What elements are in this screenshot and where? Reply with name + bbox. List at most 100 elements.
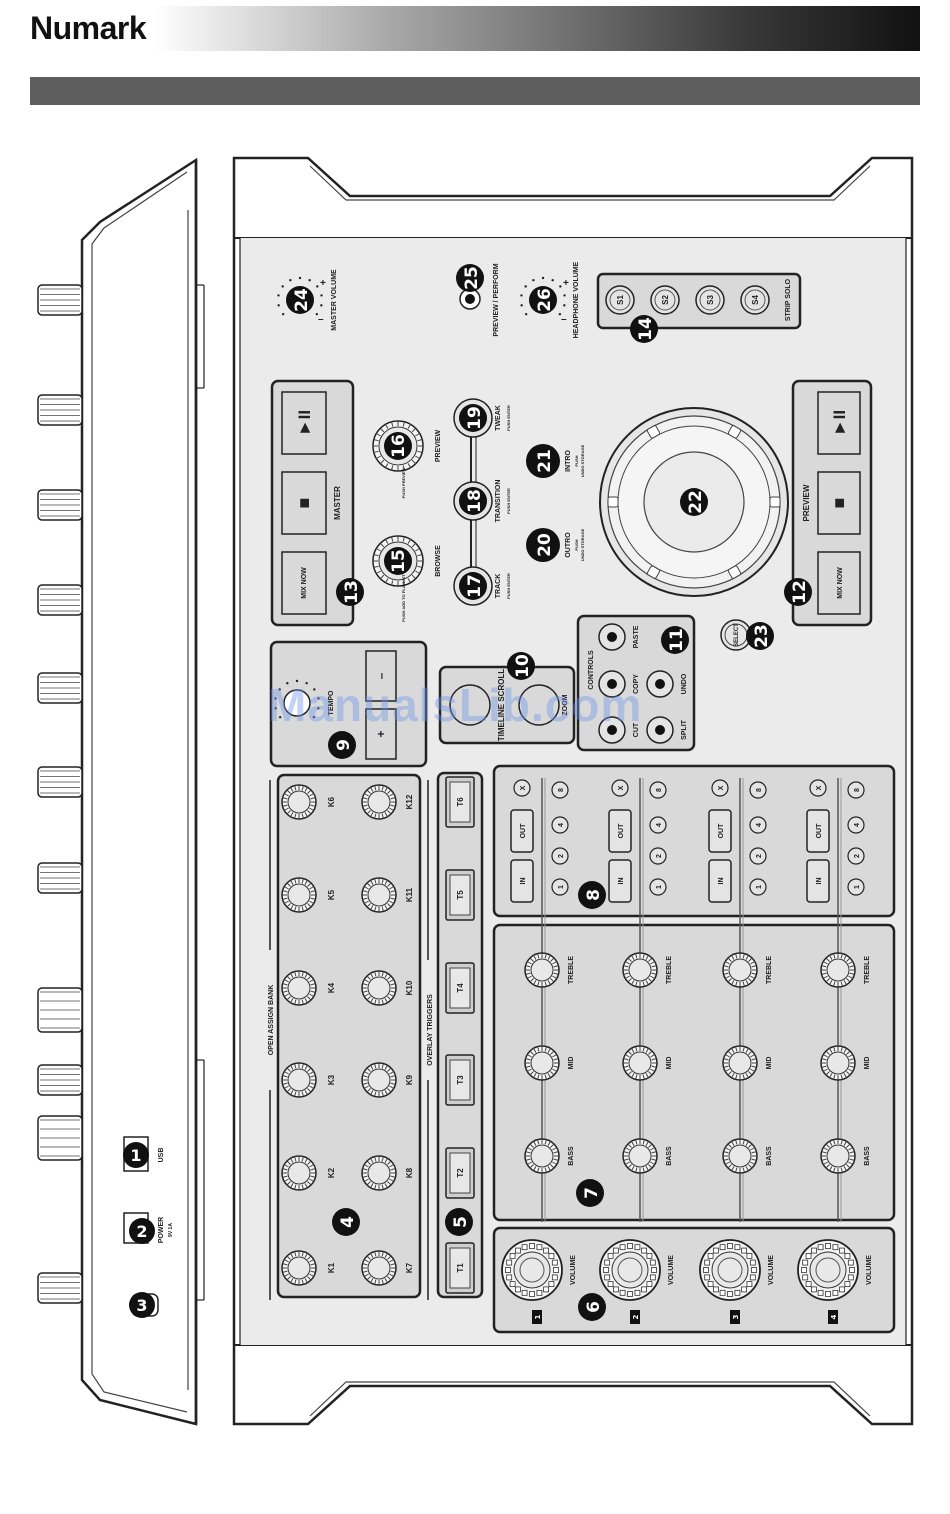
loop-size-button-2-ch4[interactable] (847, 847, 865, 865)
master-volume-knob[interactable] (286, 286, 314, 314)
assign-knob-k5[interactable] (281, 877, 317, 913)
loop-exit-button-2[interactable] (611, 779, 629, 797)
loop-size-button-8-ch2[interactable] (649, 781, 667, 799)
knob-rib (825, 978, 830, 983)
knob-rib (527, 975, 532, 979)
loop-size-button-4-ch2[interactable] (649, 816, 667, 834)
assign-knob-k4[interactable] (281, 970, 317, 1006)
volume-knob-ch1[interactable] (501, 1239, 563, 1301)
volume-knob-ch2[interactable] (599, 1239, 661, 1301)
eq-treble-knob-ch1[interactable] (524, 952, 560, 988)
callout-15: 15 (389, 549, 409, 573)
assign-knob-k1[interactable] (281, 1250, 317, 1286)
knob-rib (849, 972, 855, 975)
loop-in-button-2[interactable] (608, 859, 632, 903)
loop-size-button-4-ch3[interactable] (749, 816, 767, 834)
knob-rib (370, 1278, 374, 1283)
intro-button[interactable] (526, 444, 560, 478)
knob-rib (387, 1255, 392, 1260)
knob-rib (821, 1058, 827, 1061)
loop-size-button-1-ch4[interactable] (847, 878, 865, 896)
loop-size-button-2-ch1[interactable] (551, 847, 569, 865)
loop-exit-button-3[interactable] (711, 779, 729, 797)
eq-mid-knob-ch4[interactable] (820, 1045, 856, 1081)
loop-out-button-1[interactable] (510, 809, 534, 853)
master-play-pause-button[interactable] (281, 391, 327, 455)
jog-wheel[interactable]: 22 (599, 407, 789, 597)
eq-treble-knob-ch3[interactable] (722, 952, 758, 988)
knob-rib (387, 1088, 392, 1093)
volume-knob-ch3[interactable] (699, 1239, 761, 1301)
assign-knob-k2-cap (287, 1161, 311, 1185)
eq-mid-knob-ch2[interactable] (622, 1045, 658, 1081)
loop-out-button-2[interactable] (608, 809, 632, 853)
assign-knob-k6[interactable] (281, 784, 317, 820)
eq-bass-knob-ch4[interactable] (820, 1138, 856, 1174)
side-knob-5 (37, 672, 83, 704)
volume-knob-ch4[interactable] (797, 1239, 859, 1301)
eq-bass-knob-ch3[interactable] (722, 1138, 758, 1174)
loop-size-button-8-ch1[interactable] (551, 781, 569, 799)
preview-mix-now-button[interactable] (817, 551, 861, 615)
headphone-volume-knob[interactable] (529, 286, 557, 314)
eq-treble-knob-ch4[interactable] (820, 952, 856, 988)
assign-knob-k7-cap (367, 1256, 391, 1280)
loop-x-label: X (520, 785, 527, 790)
master-mix-now-button[interactable] (281, 551, 327, 615)
eq-mid-knob-ch1[interactable] (524, 1045, 560, 1081)
loop-size-button-4-ch1[interactable] (551, 816, 569, 834)
knob-rib (751, 1158, 757, 1161)
assign-knob-k7[interactable] (361, 1250, 397, 1286)
loop-size-button-2-ch3[interactable] (749, 847, 767, 865)
knob-rib (366, 810, 371, 815)
zoom-knob[interactable] (518, 684, 560, 726)
assign-knob-k8[interactable] (361, 1155, 397, 1191)
assign-knob-k12[interactable] (361, 784, 397, 820)
eq-treble-knob-ch2[interactable] (622, 952, 658, 988)
timeline-knob[interactable] (449, 684, 491, 726)
loop-size-button-1-ch3[interactable] (749, 878, 767, 896)
assign-knob-k10[interactable] (361, 970, 397, 1006)
tempo-plus-button[interactable] (365, 708, 397, 760)
eq-mid-knob-ch3[interactable] (722, 1045, 758, 1081)
eq-bass-knob-ch1[interactable] (524, 1138, 560, 1174)
loop-exit-button-4[interactable] (809, 779, 827, 797)
assign-knob-k3[interactable] (281, 1062, 317, 1098)
master-stop-button[interactable] (281, 471, 327, 535)
outro-button[interactable] (526, 528, 560, 562)
loop-size-button-1-ch2[interactable] (649, 878, 667, 896)
knob-rib (723, 965, 729, 968)
preview-play-pause-button[interactable] (817, 391, 861, 455)
eq-bass-knob-ch2[interactable] (622, 1138, 658, 1174)
knob-rib (823, 961, 828, 965)
knob-rib (648, 1050, 653, 1055)
loop-in-button-4[interactable] (806, 859, 830, 903)
outro-undo: UNDO STORAGE (580, 528, 585, 561)
loop-exit-button-1[interactable] (513, 779, 531, 797)
preview-stop-button[interactable] (817, 471, 861, 535)
loop-in-button-1[interactable] (510, 859, 534, 903)
loop-size-button-8-ch4[interactable] (847, 781, 865, 799)
assign-knob-k9[interactable] (361, 1062, 397, 1098)
tempo-knob[interactable] (283, 689, 311, 717)
intro-outro: 21 20 INTRO OUTRO PUSH UNDO STORAGE PUSH… (526, 444, 585, 562)
loop-size-button-1-ch1[interactable] (551, 878, 569, 896)
assign-knob-k2[interactable] (281, 1155, 317, 1191)
edit-label-split: SPLIT (681, 719, 688, 740)
loop-out-button-3[interactable] (708, 809, 732, 853)
knob-rib (366, 975, 371, 980)
knob-rib (286, 1160, 291, 1165)
volume-knob-grip (749, 1259, 756, 1266)
solo-button-ring (609, 289, 631, 311)
loop-out-button-4[interactable] (806, 809, 830, 853)
loop-size-button-8-ch3[interactable] (749, 781, 767, 799)
loop-size-button-4-ch4[interactable] (847, 816, 865, 834)
loop-size-button-2-ch2[interactable] (649, 847, 667, 865)
loop-in-button-3[interactable] (708, 859, 732, 903)
knob-rib (544, 981, 547, 987)
tempo-minus-button[interactable] (365, 650, 397, 702)
knob-rib (304, 1065, 308, 1070)
loop-x-label: X (618, 785, 625, 790)
volume-knob-grip (741, 1286, 748, 1293)
assign-knob-k11[interactable] (361, 877, 397, 913)
